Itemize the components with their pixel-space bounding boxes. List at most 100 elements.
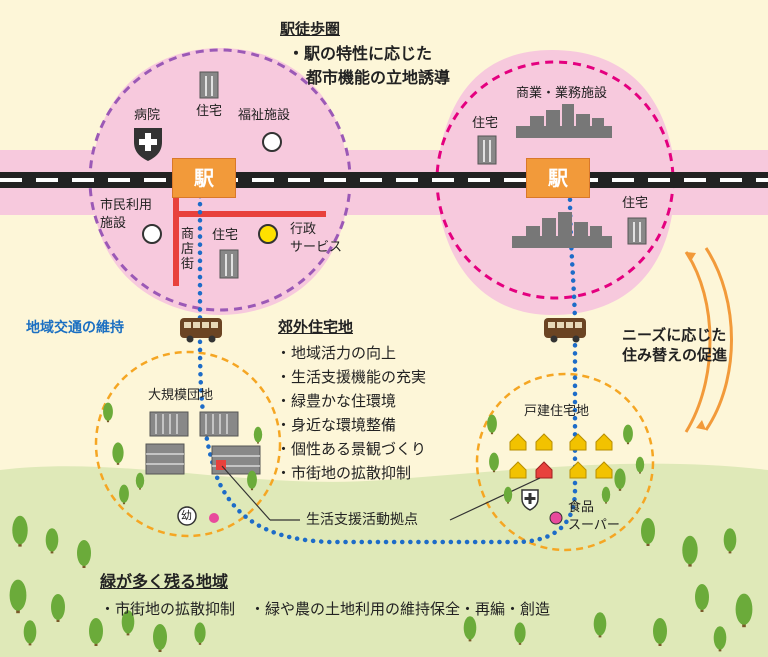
- tree-icon: [682, 535, 698, 567]
- food-label-2: スーパー: [568, 518, 620, 533]
- tree-icon: [601, 486, 611, 504]
- tree-icon: [635, 456, 645, 474]
- station-area-title: 駅徒歩圏: [280, 20, 341, 38]
- tree-icon: [593, 612, 607, 638]
- admin-label-1: 行政: [290, 222, 317, 237]
- detached-housing-circle: [475, 372, 655, 552]
- relocation-arrow-inner: [684, 251, 712, 433]
- housing-label-right-top: 住宅: [472, 116, 499, 131]
- supermarket-icon: [549, 511, 563, 525]
- green-field: [0, 463, 768, 657]
- civic-label-1: 市民利用: [100, 198, 153, 213]
- tree-icon: [89, 618, 103, 646]
- tree-icon: [45, 528, 59, 554]
- transport-label: 地域交通の維持: [26, 320, 124, 336]
- relocation-arrowhead-up: [686, 252, 696, 261]
- life-support-hub-right: [535, 461, 553, 479]
- tree-icon: [77, 540, 91, 568]
- left-station-box: 駅: [172, 158, 236, 198]
- apartment-windows: [205, 76, 641, 276]
- apartment-icons: [199, 71, 647, 279]
- station-area-bullet-1: ・駅の特性に応じた: [288, 44, 433, 63]
- suburb-bullet-3: ・緑豊かな住環境: [276, 392, 397, 410]
- shopping-street-label: 商店街: [181, 227, 195, 272]
- civic-facility-icon: [142, 224, 162, 244]
- apartment-icon: [199, 71, 219, 99]
- large-complex-circle: [94, 350, 282, 538]
- tree-icon: [23, 620, 37, 646]
- tree-icon: [735, 593, 753, 628]
- hospital-label: 病院: [134, 108, 161, 123]
- apartment-icon: [477, 135, 497, 165]
- tree-icon: [695, 584, 709, 612]
- tree-icon: [723, 528, 737, 554]
- tree-icon: [194, 622, 206, 645]
- green-area-bullets: ・市街地の拡散抑制 ・緑や農の土地利用の維持保全・再編・創造: [100, 600, 551, 618]
- suburb-bullet-2: ・生活支援機能の充実: [276, 368, 427, 386]
- tree-icon: [51, 594, 65, 622]
- suburb-bullet-4: ・身近な環境整備: [276, 416, 397, 434]
- welfare-label: 福祉施設: [238, 108, 291, 123]
- tree-icon: [653, 618, 667, 646]
- admin-label-2: サービス: [290, 240, 343, 255]
- tree-icon: [514, 622, 526, 645]
- civic-label-2: 施設: [100, 216, 127, 231]
- housing-label-bottom: 住宅: [212, 228, 239, 243]
- bus-icon-right: [544, 318, 586, 343]
- tree-icon: [121, 610, 135, 636]
- admin-service-icon: [258, 224, 278, 244]
- trees: [9, 402, 753, 652]
- tree-icon: [247, 470, 257, 491]
- tree-icon: [112, 442, 124, 465]
- green-area-title: 緑が多く残る地域: [100, 572, 229, 591]
- relocation-label-2: 住み替えの促進: [622, 346, 728, 364]
- suburb-bullet-5: ・個性ある景観づくり: [276, 440, 427, 458]
- tree-icon: [713, 626, 727, 652]
- right-station-box: 駅: [526, 158, 590, 198]
- tree-icon: [153, 624, 167, 652]
- apartment-icon: [627, 217, 647, 245]
- bus-route: [197, 193, 578, 545]
- tree-icon: [487, 414, 497, 435]
- tree-icon: [12, 515, 28, 547]
- bus-icon-left: [180, 318, 222, 343]
- food-label-1: 食品: [568, 500, 595, 515]
- commercial-label: 商業・業務施設: [516, 86, 608, 101]
- commercial-buildings-top: [516, 104, 612, 138]
- hospital-cross-h: [139, 139, 157, 145]
- leader-line-left: [221, 465, 271, 521]
- apartment-icon: [219, 249, 239, 279]
- housing-complex-windows: [146, 414, 260, 467]
- tree-icon: [103, 402, 113, 423]
- housing-label-right-bottom: 住宅: [622, 196, 649, 211]
- tree-icon: [9, 579, 27, 614]
- relocation-label-1: ニーズに応じた: [622, 326, 727, 344]
- suburb-bullet-6: ・市街地の拡散抑制: [276, 464, 412, 482]
- suburb-bullet-1: ・地域活力の向上: [276, 344, 397, 362]
- tree-icon: [489, 452, 499, 473]
- station-area-bullet-2: 都市機能の立地誘導: [306, 68, 451, 87]
- life-support-label: 生活支援活動拠点: [306, 512, 418, 528]
- tree-icon: [641, 518, 655, 546]
- commercial-buildings-bottom: [512, 212, 612, 248]
- tree-icon: [623, 424, 633, 445]
- housing-label-top: 住宅: [196, 104, 223, 119]
- suburb-title: 郊外住宅地: [278, 318, 354, 336]
- tree-icon: [614, 468, 626, 491]
- welfare-facility-icon: [262, 132, 282, 152]
- house-icons: [509, 433, 613, 479]
- tree-icon: [463, 616, 477, 642]
- relocation-arrowhead-down: [696, 420, 706, 430]
- detached-title: 戸建住宅地: [524, 404, 590, 419]
- large-complex-title: 大規模団地: [148, 388, 214, 403]
- kindergarten-label: 幼: [181, 509, 192, 522]
- relocation-arrow-outer: [704, 247, 733, 431]
- tree-icon: [253, 426, 263, 444]
- tree-icon: [503, 486, 513, 504]
- life-support-hub-left: [216, 460, 226, 470]
- kindergarten-marker: [209, 513, 219, 523]
- kindergarten-icon: [177, 506, 197, 526]
- tree-icon: [119, 484, 129, 505]
